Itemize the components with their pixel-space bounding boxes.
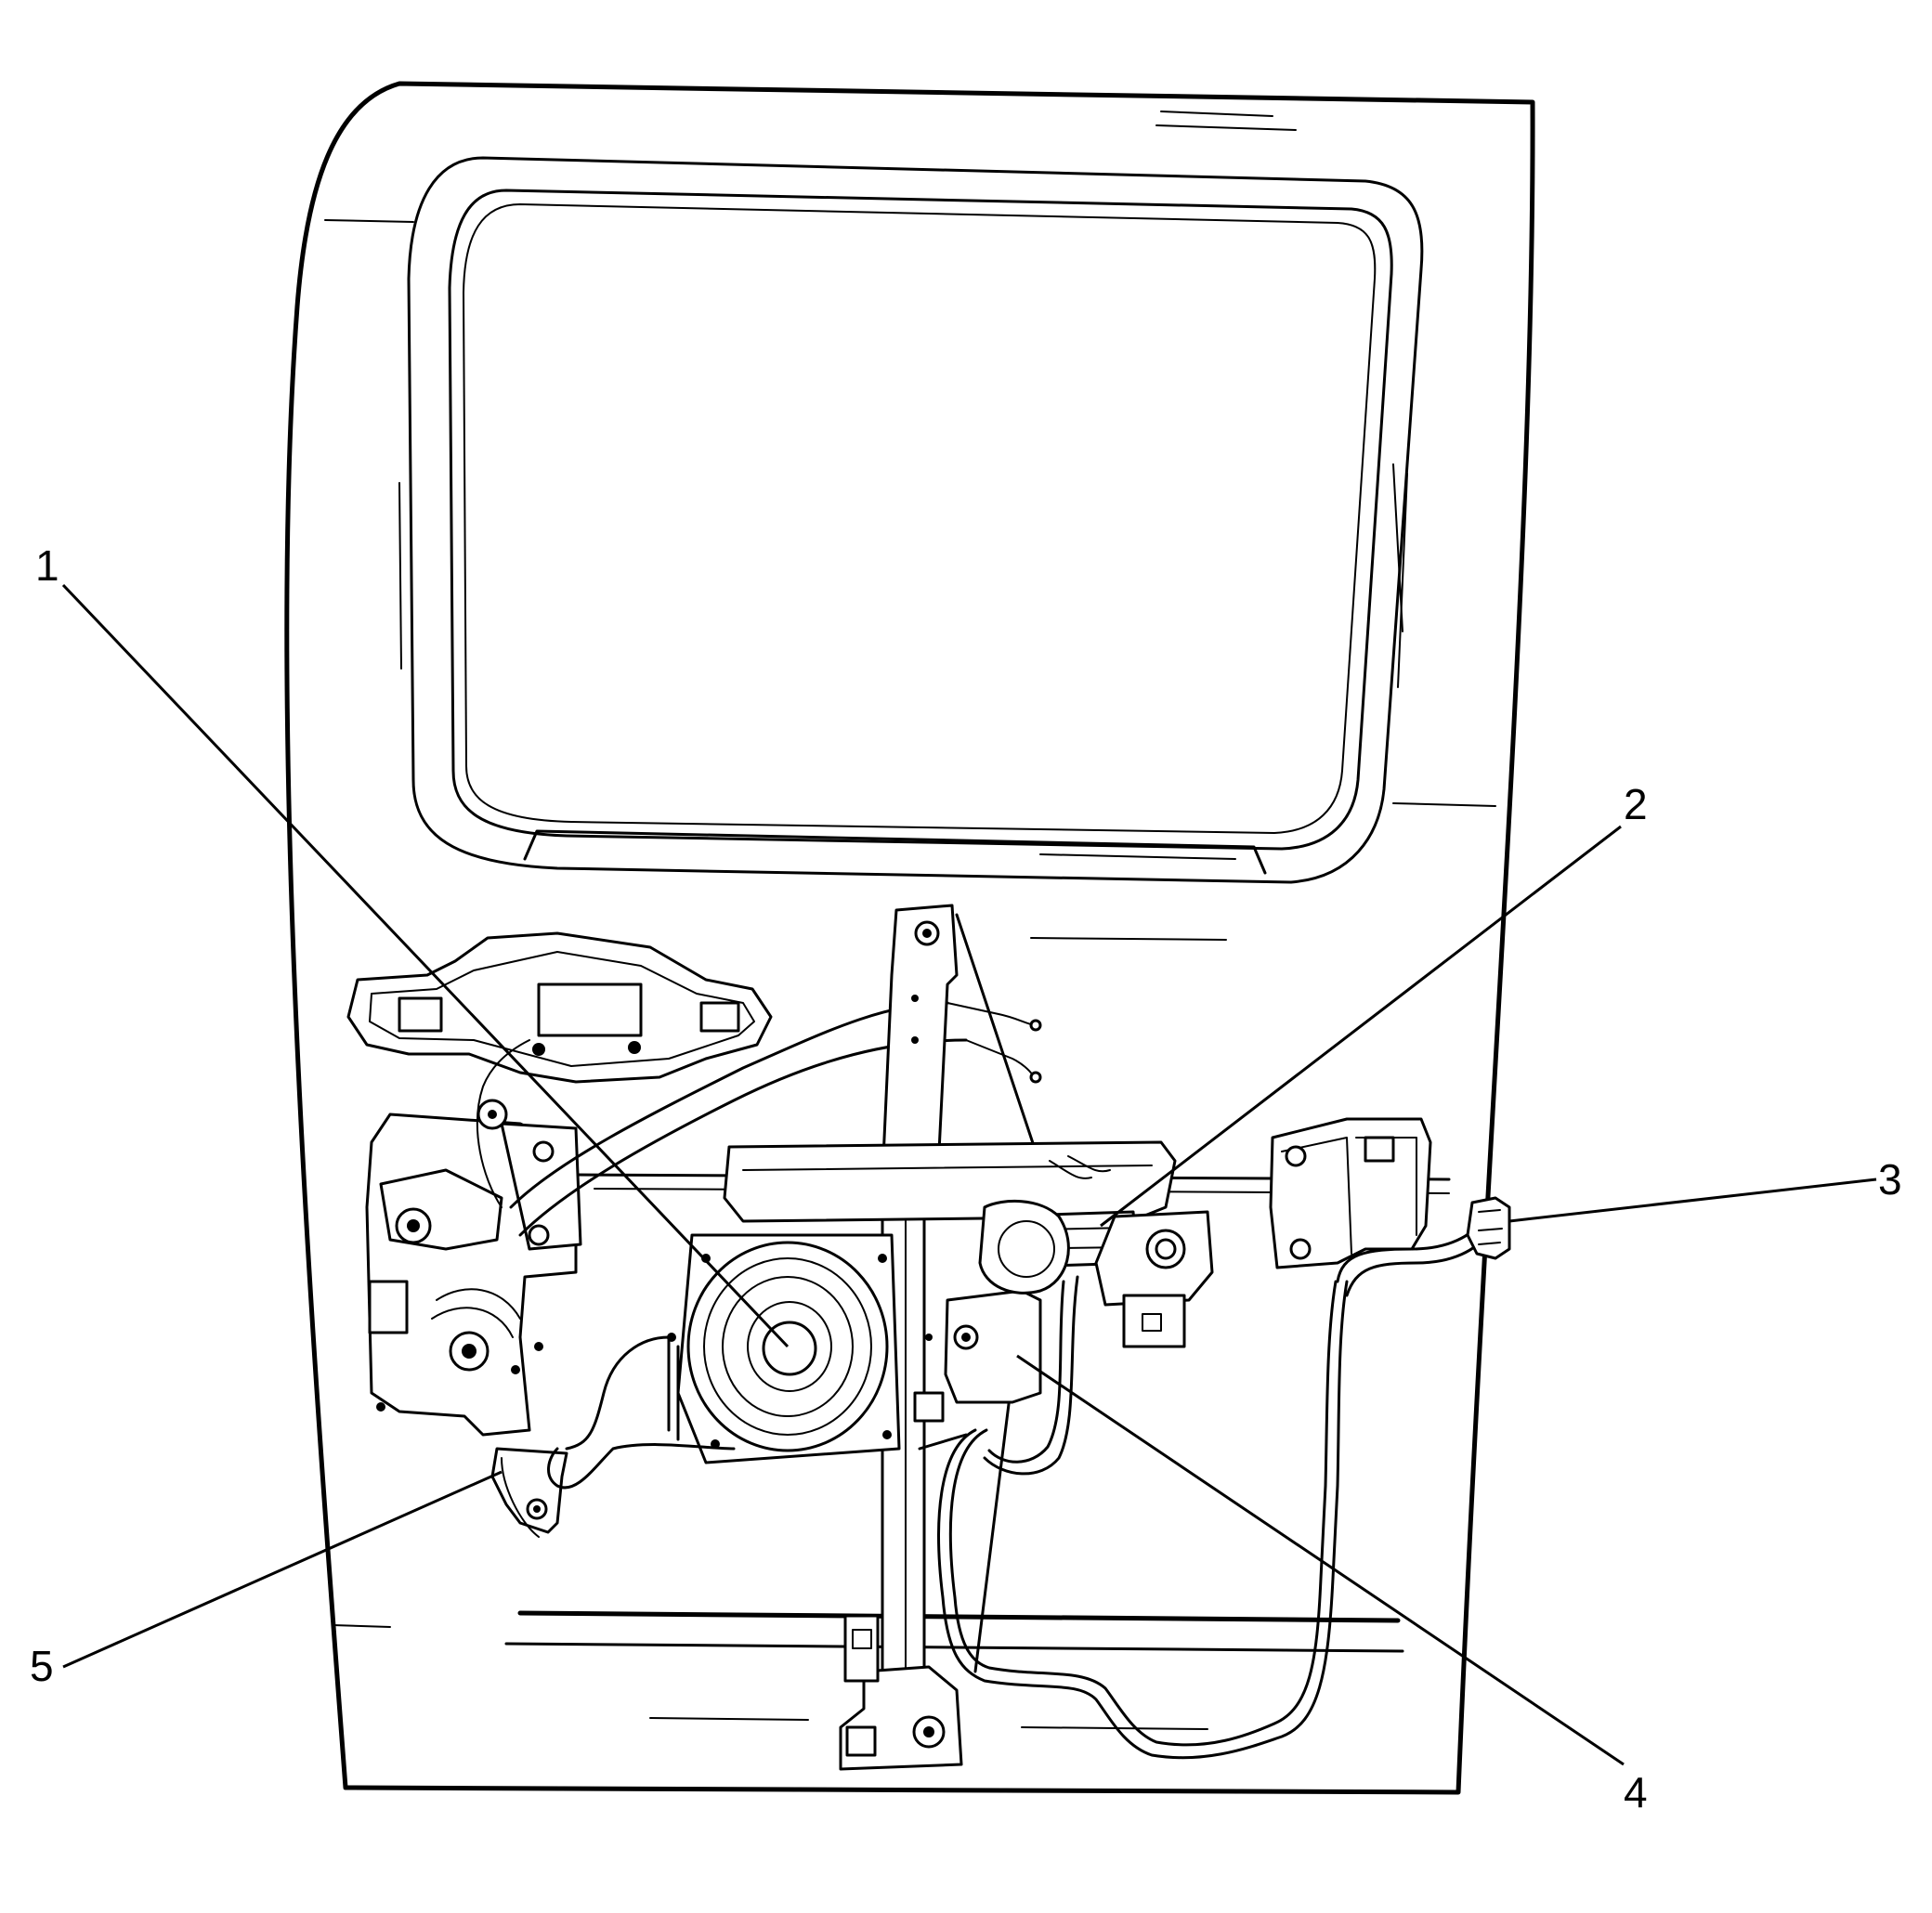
leader-5 xyxy=(62,1470,503,1669)
leader-1 xyxy=(61,583,790,1348)
door-lock-actuator xyxy=(1269,1117,1432,1269)
window-opening xyxy=(398,156,1424,884)
callout-3: 3 xyxy=(1878,1155,1902,1204)
callout-4: 4 xyxy=(1624,1768,1648,1816)
callout-1: 1 xyxy=(35,541,59,590)
window-motor xyxy=(913,1199,1070,1423)
door-latch-assembly xyxy=(365,1099,582,1437)
callout-labels: 1 2 3 4 5 xyxy=(30,541,1902,1816)
callout-2: 2 xyxy=(1624,780,1648,828)
latch-bracket xyxy=(490,1447,568,1538)
inside-handle-bezel xyxy=(346,931,773,1084)
leader-3 xyxy=(1508,1178,1877,1223)
callout-5: 5 xyxy=(30,1642,54,1690)
leader-2 xyxy=(1100,825,1622,1228)
door-speaker xyxy=(676,1233,901,1464)
leader-4 xyxy=(1016,1354,1625,1766)
regulator-guide-bracket xyxy=(1094,1210,1214,1348)
harness-connector xyxy=(1466,1196,1511,1260)
door-panel xyxy=(284,81,1535,1795)
callout-leaders xyxy=(61,583,1877,1766)
